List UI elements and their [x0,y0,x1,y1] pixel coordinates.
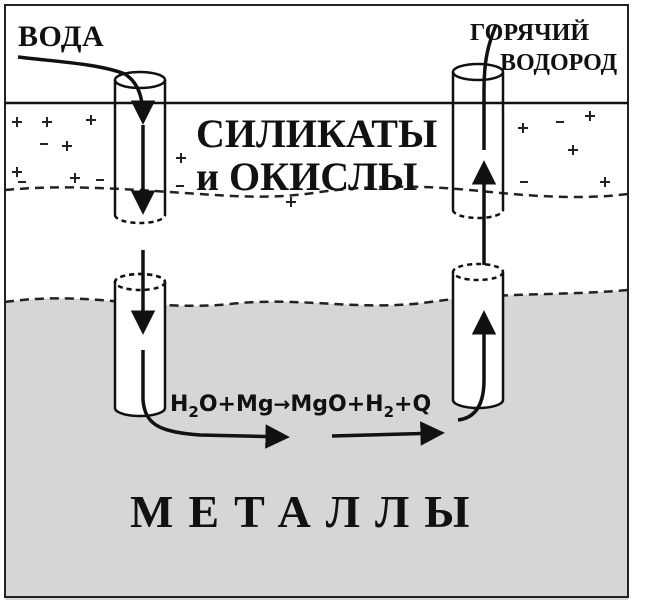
hydrogen-outlet-arrow [482,24,498,150]
water-label: ВОДА [18,20,105,53]
reaction-arrow [331,421,445,446]
eq-arrow: → [273,392,291,416]
left-upper-pipe [113,70,167,225]
water-flow [17,55,445,449]
hydrogen-bottom-arrow [457,310,497,422]
left-lower-pipe [113,272,167,418]
eq-o-plus-mg: O+Mg [198,392,274,417]
silicates-label-line1: СИЛИКАТЫ [196,111,438,156]
silicates-label-line2: и ОКИСЛЫ [196,154,418,199]
right-lower-pipe [451,262,505,410]
hydrogen-flow [457,24,498,422]
eq-subscript-2a: 2 [188,403,199,421]
right-upper-pipe [451,62,505,220]
eq-h: H [170,392,189,417]
metals-label: МЕТАЛЛЫ [130,486,485,537]
reaction-equation: H2O+Mg→MgO+H2+Q [170,392,431,421]
eq-plus-q: +Q [394,392,432,417]
metal-layer [5,290,628,600]
water-inlet-arrow [17,55,156,125]
silicate-boundary [4,185,629,199]
hot-hydrogen-label-line1: ГОРЯЧИЙ [470,20,590,46]
water-bottom-arrow [141,350,290,449]
eq-mgo-plus-h: MgO+H [290,392,384,417]
hot-hydrogen-label-line2: ВОДОРОД [500,50,618,76]
plus-marks [12,111,610,207]
eq-subscript-2b: 2 [383,403,395,421]
